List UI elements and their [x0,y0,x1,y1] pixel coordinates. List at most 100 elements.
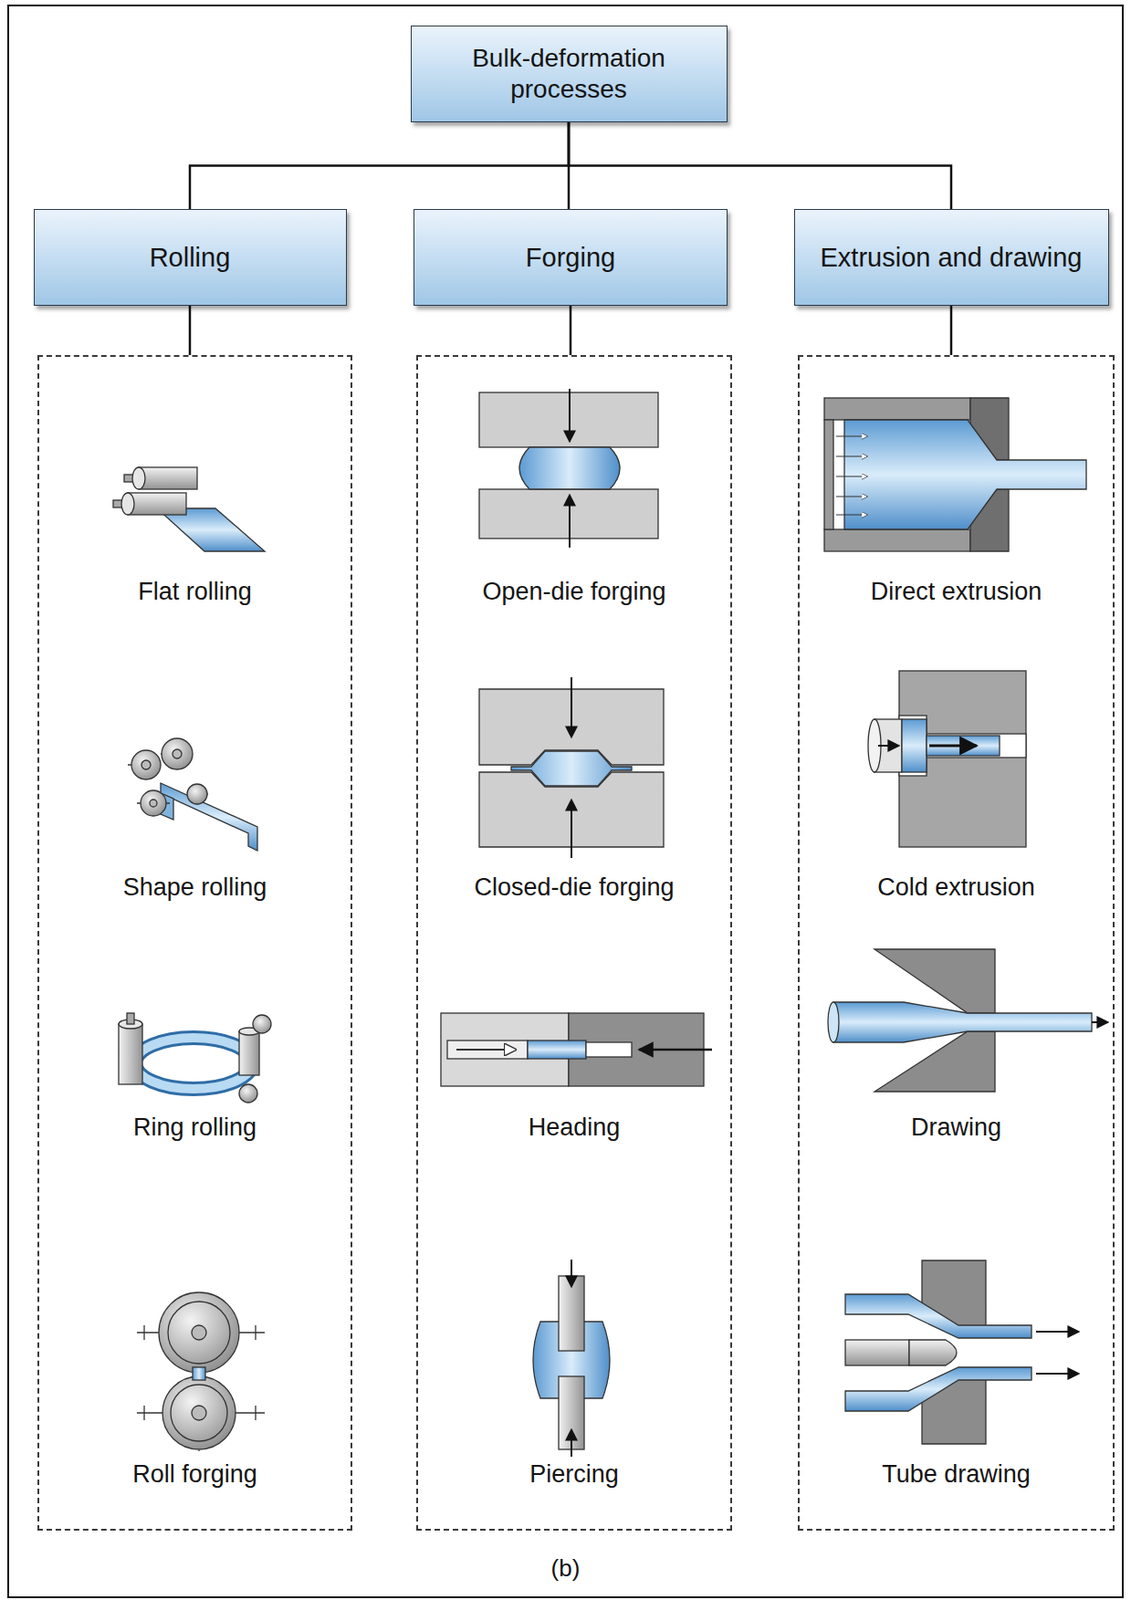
flat-rolling-illustration [132,467,146,490]
roll-forging-illustration [143,1405,145,1421]
direct-extrusion-illustration [824,419,834,530]
tube-drawing-illustration [1036,1330,1079,1333]
shape-rolling-illustration [149,799,158,807]
direct-extrusion-illustration [836,496,868,498]
ring-rolling-illustration [252,1015,272,1034]
ring-rolling-illustration [126,1013,135,1025]
flat-rolling-illustration [138,467,198,490]
node-text: Open-die forging [418,576,731,607]
node-text: Extrusion and drawing [820,241,1083,274]
piercing-illustration [558,1276,585,1351]
roll-forging-illustration [254,1325,256,1341]
node-text: Ring rolling [39,1112,351,1142]
roll-forging-illustration [191,1325,207,1341]
tree-connector [189,122,569,210]
drawing-illustration [1091,1021,1109,1024]
roll-forging-illustration [162,1376,236,1450]
flat-rolling-illustration [121,492,135,515]
direct-extrusion-illustration [836,456,868,458]
cold-extrusion-illustration [868,670,1027,848]
node-text: Heading [418,1112,731,1142]
heading-illustration [447,1040,528,1059]
roll-forging-illustration [136,1292,265,1452]
outer-frame [8,5,1123,1598]
roll-forging-illustration [192,1367,206,1381]
cold-extrusion-illustration [899,715,927,776]
shape-rolling-illustration [141,760,151,770]
direct-extrusion-illustration [836,436,868,515]
roll-forging-illustration [167,1301,231,1364]
process-panel: Direct extrusionCold extrusionDrawingTub… [797,355,1115,1531]
open-die-illustration [568,388,571,442]
ring-rolling-illustration [118,1013,272,1103]
node-text: Forging [525,241,616,274]
tube-drawing-illustration [845,1294,1032,1339]
process-panel: Open-die forgingClosed-die forgingHeadin… [416,355,733,1531]
node-text: Direct extrusion [799,576,1113,607]
open-die-illustration [479,388,659,548]
drawing-illustration [827,1002,839,1043]
roll-forging-illustration [191,1405,207,1421]
category-box: Extrusion and drawing [794,209,1110,306]
tree-connector [950,305,953,356]
shape-rolling-illustration [160,783,258,851]
flat-rolling-illustration [127,492,187,515]
piercing-illustration [570,1259,573,1288]
node-text: Piercing [418,1459,731,1489]
roll-forging-illustration [170,1384,228,1442]
piercing-illustration [533,1259,610,1457]
drawing-illustration [833,1002,1092,1043]
cold-extrusion-illustration [926,735,1000,756]
node-text: Roll forging [39,1459,351,1489]
closed-die-illustration [570,799,573,859]
direct-extrusion-illustration [844,419,1087,530]
open-die-illustration [519,447,620,490]
shape-rolling-illustration [161,738,193,770]
direct-extrusion-illustration [836,476,868,478]
ring-rolling-illustration [118,1024,143,1085]
heading-illustration [440,1013,713,1087]
category-box: Forging [413,209,728,306]
roll-forging-illustration [143,1325,145,1341]
tube-drawing-illustration [909,1340,957,1366]
roll-forging-illustration [158,1292,240,1373]
node-text: Closed-die forging [418,872,731,902]
direct-extrusion-illustration [836,514,868,516]
heading-illustration [586,1042,632,1058]
node-text: Tube drawing [799,1459,1113,1489]
direct-extrusion-illustration [824,529,971,552]
cold-extrusion-illustration [878,744,900,747]
shape-rolling-illustration [127,738,258,851]
ring-rolling-illustration [239,1084,258,1103]
closed-die-illustration [570,677,573,738]
tube-drawing-illustration [845,1367,1032,1412]
heading-illustration [456,1048,516,1051]
closed-die-illustration [479,677,664,859]
ring-rolling-illustration [239,1031,260,1076]
node-text: Shape rolling [39,872,351,902]
caption: (b) [0,1554,1131,1583]
tube-drawing-illustration [1036,1372,1079,1375]
cold-extrusion-illustration [929,744,977,748]
caption-holder: (b) [0,1554,1131,1583]
node-text: Rolling [149,241,231,274]
tube-drawing-illustration [845,1340,910,1366]
closed-die-illustration [511,751,632,786]
heading-illustration [638,1048,713,1052]
cold-extrusion-illustration [926,733,1027,758]
shape-rolling-illustration [172,749,182,759]
tree-connector [569,305,573,356]
piercing-illustration [570,1429,573,1457]
root-box: Bulk-deformation processes [410,25,728,123]
category-box: Rolling [33,209,347,306]
direct-extrusion-illustration [836,436,868,438]
tree-connector [568,122,952,210]
process-panel: Flat rollingShape rollingRing rollingRol… [37,355,353,1531]
shape-rolling-illustration [140,790,167,817]
ring-rolling-illustration [135,1037,252,1090]
tree-connector [188,305,192,356]
heading-illustration [527,1040,587,1059]
roll-forging-illustration [254,1405,256,1421]
shape-rolling-illustration [187,784,208,805]
ring-rolling-illustration [135,1037,252,1090]
